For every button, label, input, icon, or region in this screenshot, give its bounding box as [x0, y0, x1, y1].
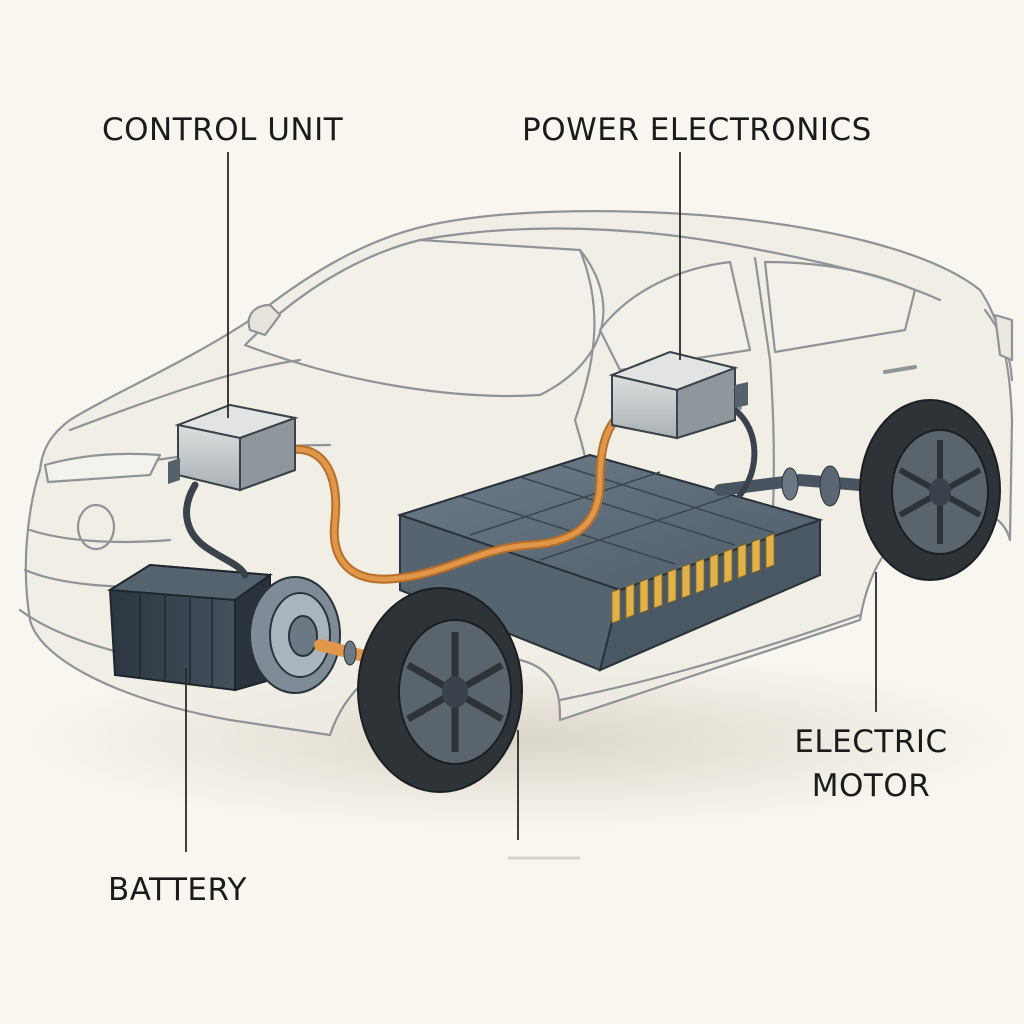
- label-power-electronics: POWER ELECTRONICS: [522, 112, 872, 148]
- front-wheel: [357, 587, 523, 793]
- leader-lines: [185, 152, 877, 860]
- label-electric-motor: ELECTRIC MOTOR: [786, 720, 956, 808]
- control-unit-box: [168, 403, 299, 492]
- label-electric-motor-line2: MOTOR: [811, 768, 931, 804]
- label-control-unit: CONTROL UNIT: [102, 112, 344, 148]
- label-electric-motor-line1: ELECTRIC: [794, 724, 948, 760]
- battery-pack: [396, 365, 824, 672]
- power-electronics-box: [608, 350, 748, 440]
- cell-stripe-row: [611, 533, 775, 624]
- rear-wheel: [859, 399, 1001, 581]
- label-battery: BATTERY: [108, 872, 247, 908]
- battery-module: [106, 563, 273, 692]
